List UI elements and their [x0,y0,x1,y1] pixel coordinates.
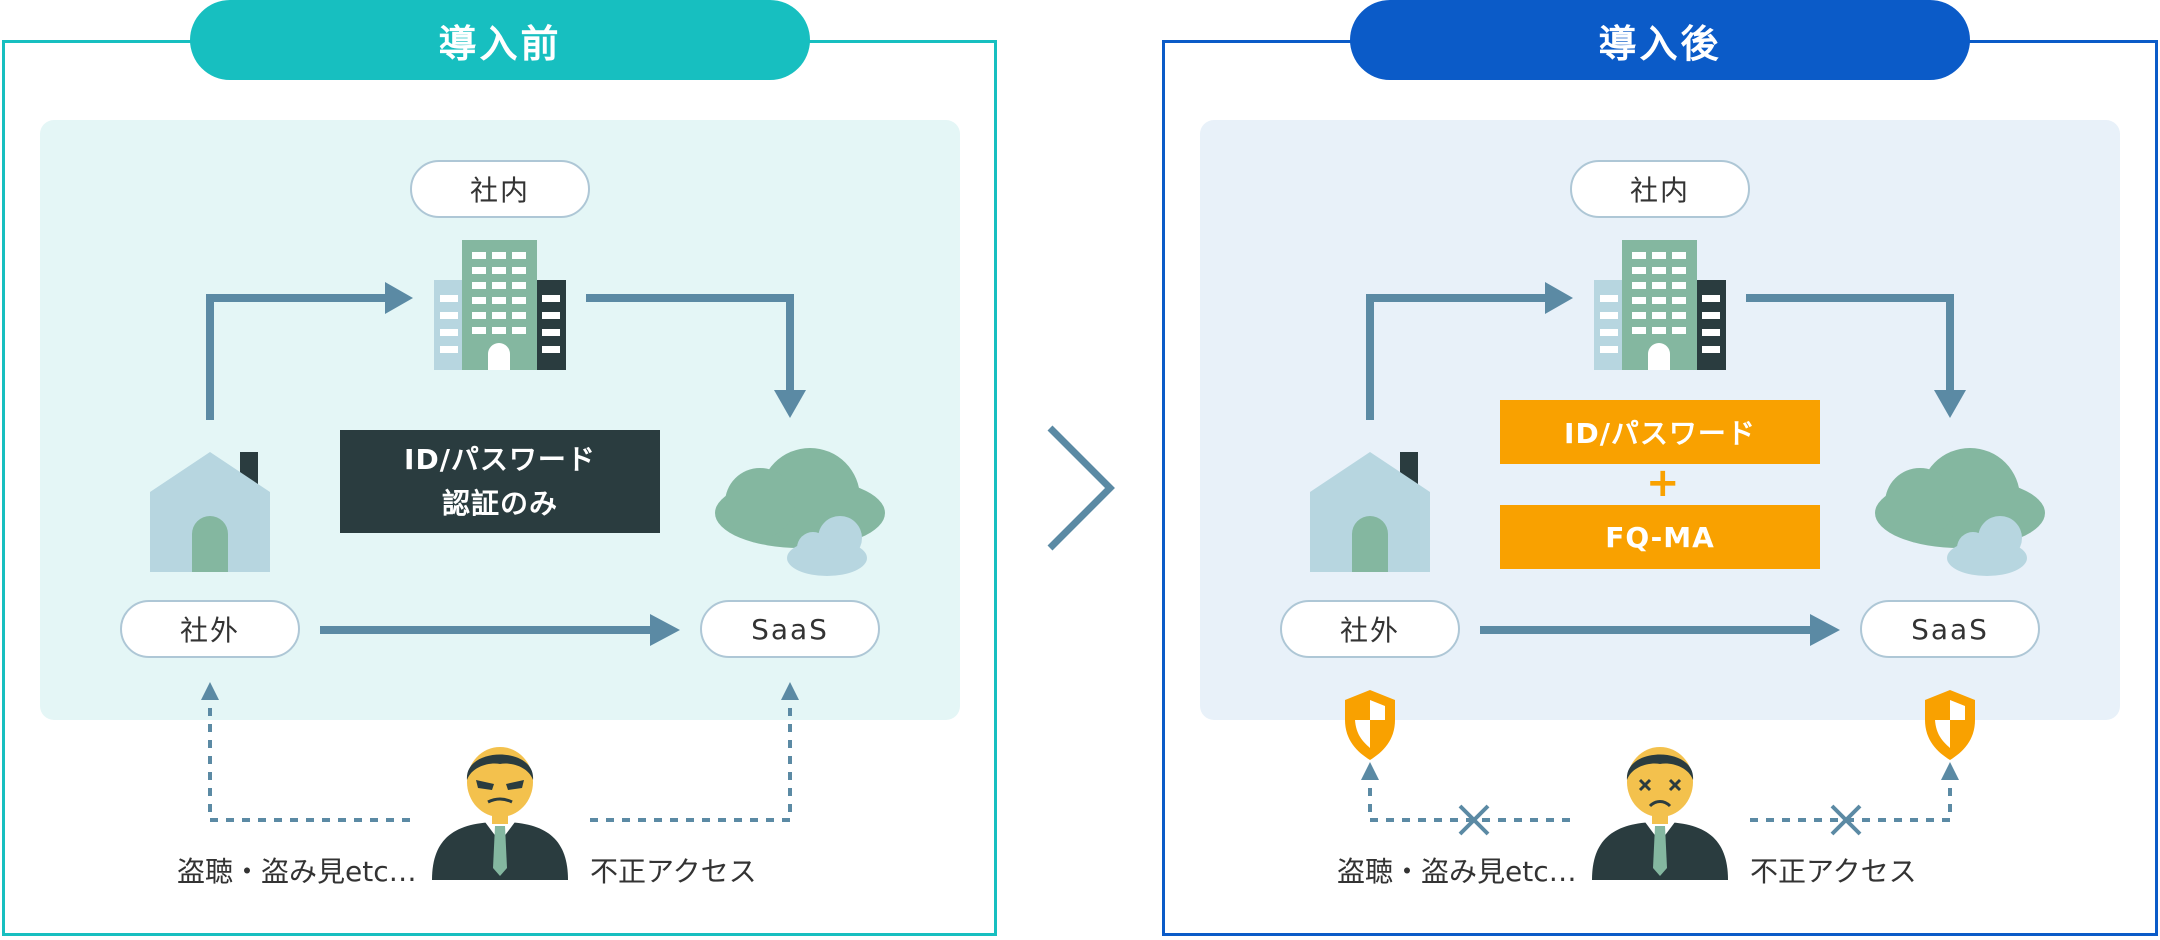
before-eavesdrop-label: 盗聴・盗み見etc… [177,855,417,888]
after-building-icon [1594,240,1726,370]
after-unauthorized-label: 不正アクセス [1750,855,1917,888]
after-plus-sign: + [1646,460,1680,506]
after-arrow-home-to-office [1366,282,1573,420]
chevron-right-icon [1047,425,1115,551]
after-arrow-external-to-saas [1480,614,1840,646]
before-building-icon [434,240,566,370]
before-auth-box: ID/パスワード 認証のみ [340,430,660,533]
before-arrow-office-to-saas [586,294,806,418]
before-house-icon [150,452,270,572]
before-saas-pill: SaaS [700,600,880,658]
after-saas-pill: SaaS [1860,600,2040,658]
before-attacker-icon [432,747,568,880]
before-auth-line2: 認証のみ [441,486,558,520]
after-auth-box: ID/パスワード [1500,400,1820,464]
before-arrow-home-to-office [206,282,413,420]
after-mfa-box: FQ-MA [1500,505,1820,569]
after-cloud-icon [1875,448,2045,576]
before-auth-line1: ID/パスワード [404,442,596,476]
blocked-x-icon-left [1458,804,1490,836]
before-unauthorized-label: 不正アクセス [590,855,757,888]
after-house-icon [1310,452,1430,572]
before-arrow-external-to-saas [320,614,680,646]
after-shield-icon-right [1925,690,1975,760]
after-attacker-icon [1592,747,1728,880]
after-eavesdrop-label: 盗聴・盗み見etc… [1337,855,1577,888]
before-internal-pill: 社内 [410,160,590,218]
after-attack-path-right [1750,762,1959,822]
before-cloud-icon [715,448,885,576]
after-shield-icon-left [1345,690,1395,760]
before-tab-title: 導入前 [190,0,810,80]
after-arrow-office-to-saas [1746,294,1966,418]
after-tab-title: 導入後 [1350,0,1970,80]
before-attack-path-right [590,682,799,822]
before-attack-path-left [201,682,410,822]
before-external-pill: 社外 [120,600,300,658]
after-attack-path-left [1361,762,1570,822]
after-internal-pill: 社内 [1570,160,1750,218]
after-external-pill: 社外 [1280,600,1460,658]
blocked-x-icon-right [1830,804,1862,836]
